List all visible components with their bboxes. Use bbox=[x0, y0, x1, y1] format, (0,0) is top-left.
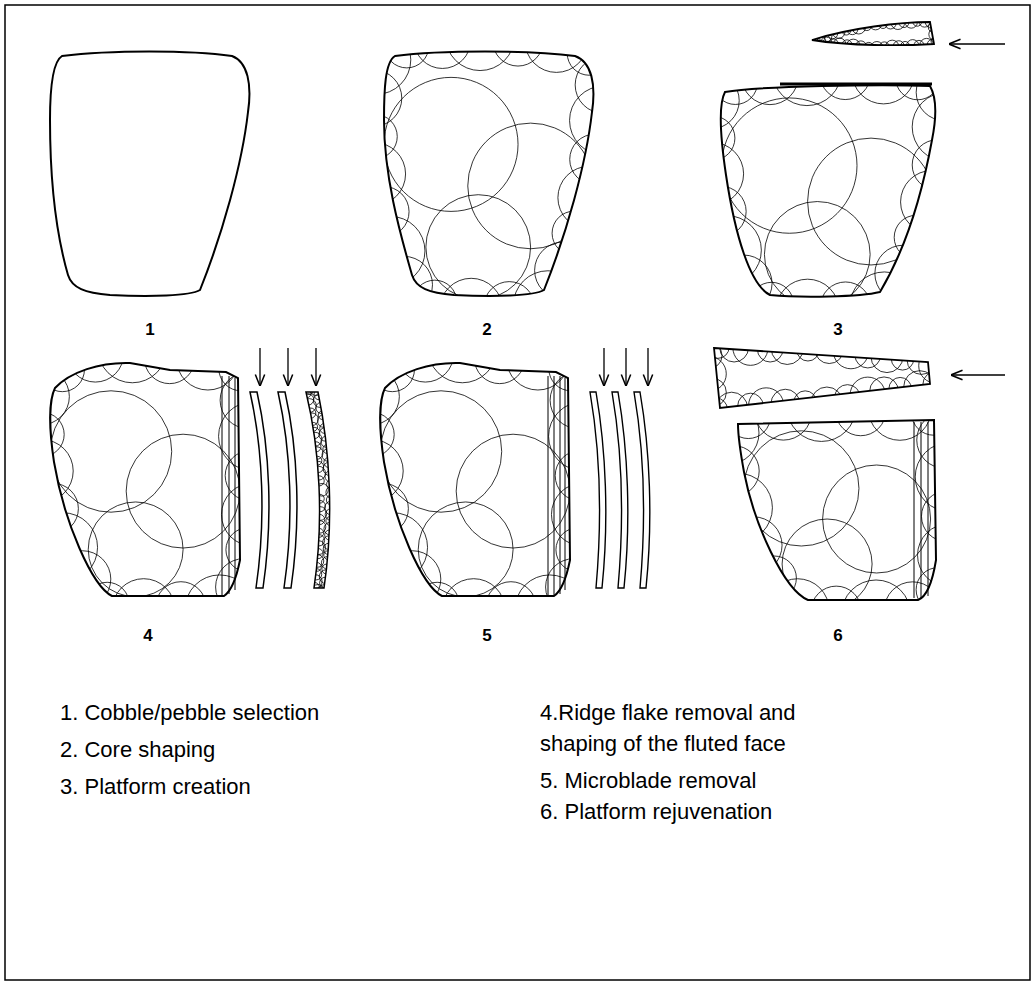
frame bbox=[5, 5, 1030, 980]
shaped-core bbox=[342, 1, 639, 341]
cobble-outline bbox=[50, 52, 249, 296]
flake-scars bbox=[681, 36, 982, 342]
rejuvenated-core bbox=[691, 330, 1005, 649]
key-entry: 3. Platform creation bbox=[60, 771, 500, 802]
flake-scars bbox=[302, 383, 338, 597]
flake-scars bbox=[696, 372, 984, 649]
stage-number: 4 bbox=[143, 626, 152, 646]
key-entry: 4.Ridge flake removal and shaping of the… bbox=[540, 697, 845, 759]
microblade-core bbox=[340, 314, 650, 644]
key-entry: 5. Microblade removal bbox=[540, 765, 980, 796]
key-entry: 2. Core shaping bbox=[60, 734, 500, 765]
stage-number: 2 bbox=[482, 320, 491, 340]
stage-number: 1 bbox=[145, 320, 154, 340]
flake-scars bbox=[10, 314, 287, 644]
key-entry: 1. Cobble/pebble selection bbox=[60, 697, 500, 728]
stage-number: 5 bbox=[482, 626, 491, 646]
flake-scars bbox=[340, 314, 617, 644]
key-entry: 6. Platform rejuvenation bbox=[540, 796, 980, 827]
flake-scars bbox=[691, 330, 954, 424]
stage-number: 3 bbox=[833, 320, 842, 340]
flake-scars bbox=[808, 15, 941, 54]
flake-scars bbox=[342, 1, 639, 341]
stage-number: 6 bbox=[833, 626, 842, 646]
fluted-core bbox=[10, 314, 338, 644]
platform-core bbox=[681, 15, 1005, 342]
